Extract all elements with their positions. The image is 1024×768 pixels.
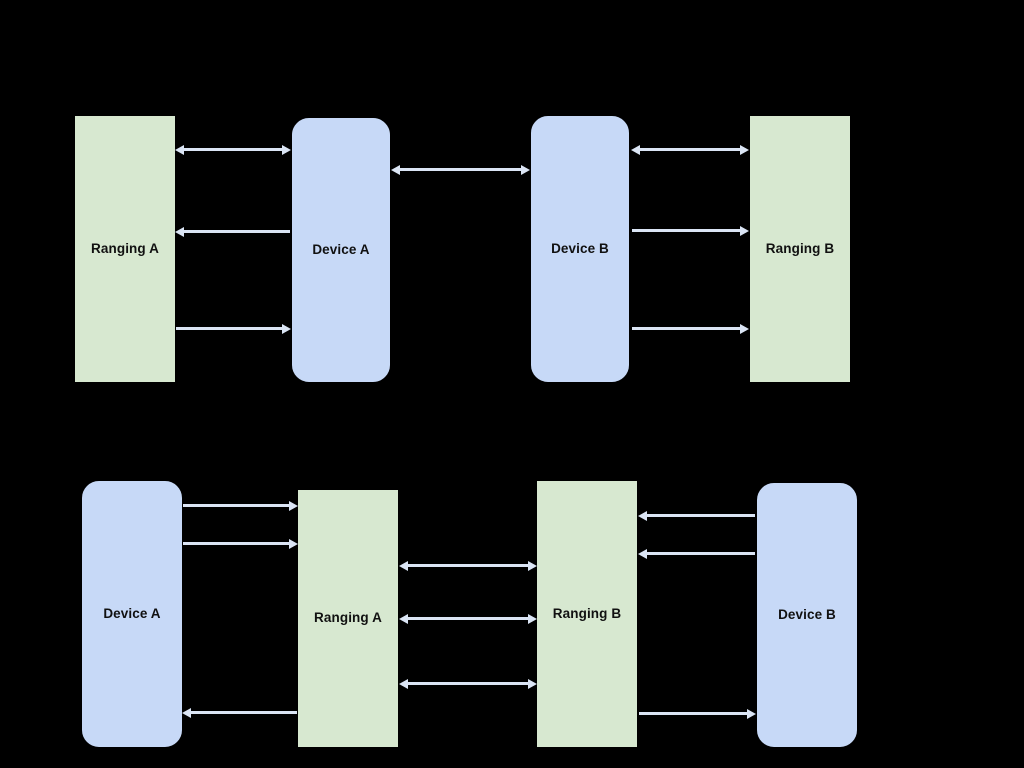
arrow-shaft (645, 514, 755, 517)
node-label: Ranging A (314, 610, 382, 626)
arrowhead-left-icon (175, 226, 184, 237)
arrowhead-right-icon (740, 144, 749, 155)
arrowhead-right-icon (747, 708, 756, 719)
arrow-top-device-b-to-top-ranging-b (632, 225, 749, 236)
arrow-bot-ranging-a-to-bot-ranging-b (399, 613, 537, 624)
arrow-bot-ranging-a-to-bot-ranging-b (399, 560, 537, 571)
node-top-ranging-b[interactable]: Ranging B (750, 116, 850, 382)
node-label: Ranging B (552, 605, 622, 621)
node-top-ranging-a[interactable]: Ranging A (75, 116, 175, 382)
arrow-bot-device-b-to-bot-ranging-b (638, 510, 755, 521)
arrow-shaft (639, 712, 749, 715)
arrowhead-right-icon (740, 225, 749, 236)
node-label: Device A (312, 241, 370, 257)
arrowhead-right-icon (521, 164, 530, 175)
node-label: Ranging A (91, 240, 159, 256)
arrowhead-right-icon (528, 678, 537, 689)
arrowhead-right-icon (282, 323, 291, 334)
arrow-shaft (645, 552, 755, 555)
arrow-shaft (182, 148, 284, 151)
arrow-shaft (406, 564, 530, 567)
arrow-shaft (406, 617, 530, 620)
arrow-bot-ranging-a-to-bot-device-a (182, 707, 297, 718)
arrowhead-right-icon (289, 538, 298, 549)
arrowhead-left-icon (631, 144, 640, 155)
node-bot-device-a[interactable]: Device A (82, 481, 182, 747)
arrowhead-left-icon (399, 613, 408, 624)
arrow-shaft (189, 711, 297, 714)
arrowhead-left-icon (391, 164, 400, 175)
node-label: Device B (551, 240, 609, 256)
arrow-shaft (183, 504, 291, 507)
arrow-shaft (183, 542, 291, 545)
arrow-shaft (176, 327, 284, 330)
node-label: Ranging B (765, 240, 835, 256)
arrow-bot-device-a-to-bot-ranging-a (183, 500, 298, 511)
arrowhead-left-icon (175, 144, 184, 155)
arrowhead-right-icon (289, 500, 298, 511)
arrowhead-left-icon (638, 510, 647, 521)
arrow-top-device-b-to-top-ranging-b (631, 144, 749, 155)
arrowhead-left-icon (182, 707, 191, 718)
node-label: Device A (103, 605, 161, 621)
arrowhead-left-icon (399, 560, 408, 571)
node-bot-device-b[interactable]: Device B (757, 483, 857, 747)
arrow-top-device-a-to-top-ranging-a (175, 226, 290, 237)
arrowhead-left-icon (399, 678, 408, 689)
arrow-top-ranging-a-to-top-device-a (175, 144, 291, 155)
arrow-shaft (406, 682, 530, 685)
arrow-shaft (182, 230, 290, 233)
arrow-bot-device-a-to-bot-ranging-a (183, 538, 298, 549)
node-bot-ranging-b[interactable]: Ranging B (537, 481, 637, 747)
node-label: Device B (778, 606, 836, 622)
arrow-bot-ranging-a-to-bot-ranging-b (399, 678, 537, 689)
arrow-bot-ranging-b-to-bot-device-b (639, 708, 756, 719)
arrowhead-right-icon (528, 560, 537, 571)
arrowhead-right-icon (740, 323, 749, 334)
node-top-device-b[interactable]: Device B (531, 116, 629, 382)
node-top-device-a[interactable]: Device A (292, 118, 390, 382)
arrow-shaft (632, 327, 742, 330)
node-bot-ranging-a[interactable]: Ranging A (298, 490, 398, 747)
arrow-top-device-a-to-top-device-b (391, 164, 530, 175)
arrowhead-right-icon (282, 144, 291, 155)
arrow-shaft (398, 168, 523, 171)
arrow-top-ranging-a-to-top-device-a (176, 323, 291, 334)
arrowhead-right-icon (528, 613, 537, 624)
arrowhead-left-icon (638, 548, 647, 559)
arrow-bot-device-b-to-bot-ranging-b (638, 548, 755, 559)
arrow-shaft (632, 229, 742, 232)
arrow-shaft (638, 148, 742, 151)
arrow-top-device-b-to-top-ranging-b (632, 323, 749, 334)
